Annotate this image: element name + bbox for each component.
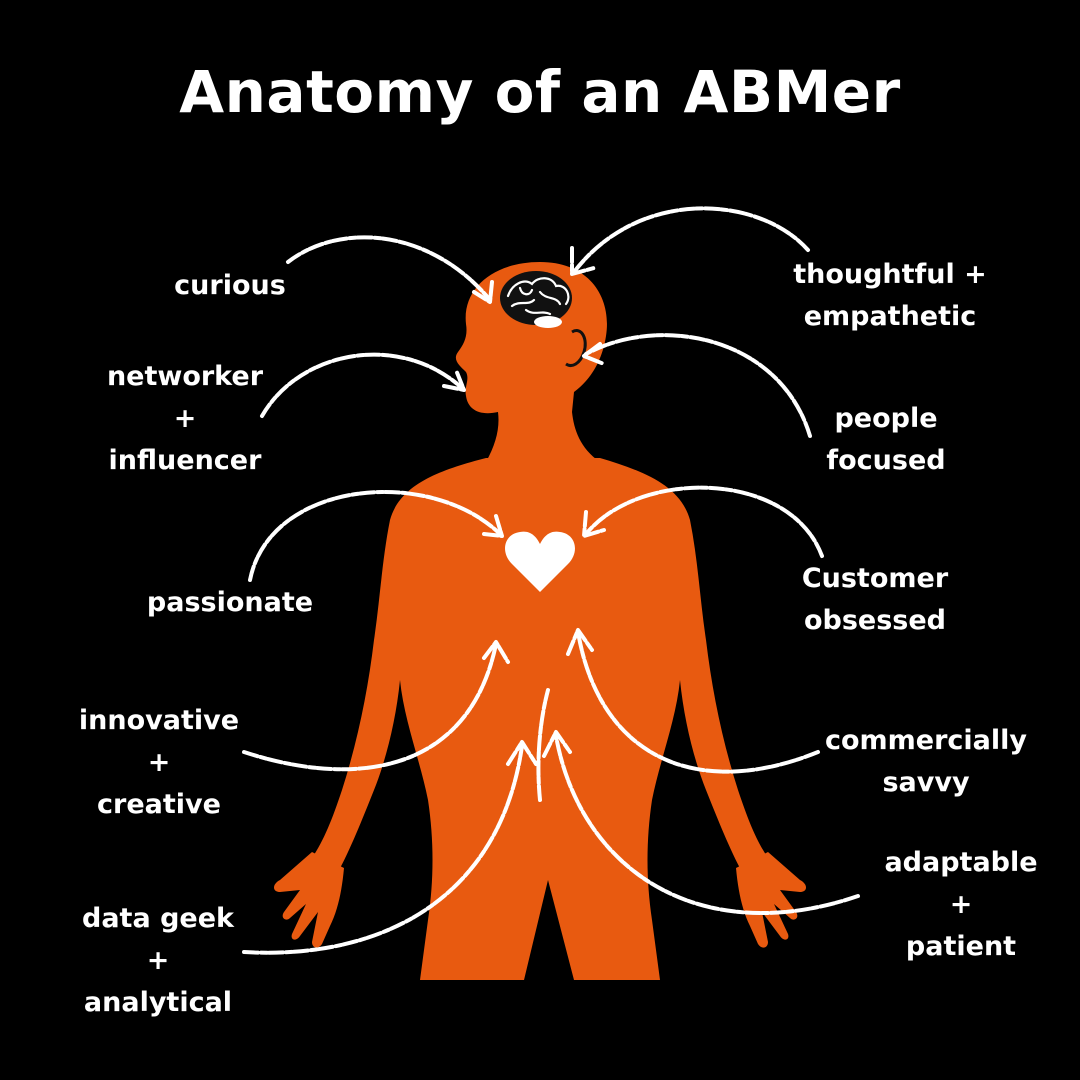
trait-line: creative [97,789,221,820]
trait-line: passionate [146,587,314,618]
ear-icon [565,329,587,367]
trait-line: innovative [78,705,240,736]
trait-line: obsessed [803,605,947,636]
page-title: Anatomy of an ABMer [179,58,901,126]
arrow-people [584,333,812,438]
trait-line: patient [905,931,1017,962]
arrow-people-head [582,342,606,366]
arrow-passionate-head [482,514,504,538]
trait-networker-influencer: networker + influencer [90,356,280,482]
arrow-customer [584,485,824,558]
brain-icon [500,271,572,328]
trait-line: Customer [801,563,949,594]
trait-adaptable-patient: adaptable + patient [872,842,1050,968]
trait-line: people [834,403,938,434]
trait-line: empathetic [803,301,977,332]
arrow-innovative [242,642,498,772]
arrow-data-geek [242,744,524,955]
trait-passionate: passionate [130,582,330,624]
trait-line: + [949,889,973,920]
arrow-curious-head [472,280,494,304]
trait-line: data geek [82,903,234,934]
trait-line: + [146,945,170,976]
trait-line: commercially [824,725,1028,756]
arrow-networker [260,352,464,418]
arrow-passionate [248,490,502,582]
trait-line: + [173,403,197,434]
trait-curious: curious [160,265,300,307]
arrow-innovative-head [482,640,510,664]
trait-line: focused [826,445,946,476]
heart-icon [505,531,575,592]
arrow-curious [286,235,492,302]
trait-thoughtful-empathetic: thoughtful + empathetic [782,254,998,338]
arrow-adaptable [554,734,860,915]
trait-innovative-creative: innovative + creative [66,700,252,826]
arrow-customer-head [582,510,606,538]
trait-customer-obsessed: Customer obsessed [782,558,968,642]
trait-line: curious [174,270,286,301]
arrow-center [536,688,550,802]
arrow-thoughtful-head [570,246,596,276]
trait-line: influencer [108,445,262,476]
trait-data-geek-analytical: data geek + analytical [66,898,250,1024]
arrow-data-geek-head [506,740,538,766]
trait-line: + [147,747,171,778]
trait-line: thoughtful + [793,259,987,290]
trait-line: analytical [83,987,233,1018]
trait-line: networker [106,361,264,392]
trait-line: savvy [882,767,970,798]
arrow-commercial [576,630,820,774]
arrow-thoughtful [572,206,810,274]
human-silhouette [274,262,806,980]
trait-commercially-savvy: commercially savvy [808,720,1044,804]
trait-people-focused: people focused [806,398,966,482]
trait-line: adaptable [884,847,1038,878]
arrow-commercial-head [566,628,594,656]
arrow-networker-head [442,368,466,392]
arrow-adaptable-head [542,730,572,758]
arrow-group [242,206,860,955]
